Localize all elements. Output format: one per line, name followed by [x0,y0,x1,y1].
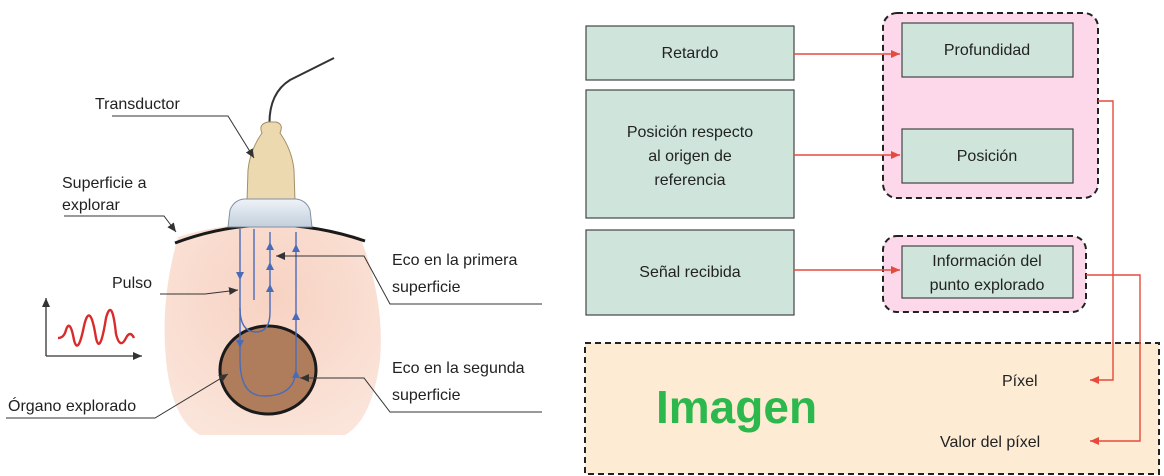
label-superficie-2: explorar [62,197,120,214]
label-eco1-1: Eco en la primera [392,252,517,269]
informacion-box [901,245,1074,299]
transducer-body [246,121,296,203]
label-transductor: Transductor [95,96,180,113]
posicion-referencia-label-3: referencia [654,172,725,189]
retardo-label: Retardo [662,45,719,62]
flow-arrows [794,50,1141,445]
leader-lines [6,115,542,419]
label-pulso: Pulso [112,275,152,292]
label-eco1-2: superficie [392,279,461,296]
explored-organ [218,324,318,416]
pixel-label: Píxel [1002,373,1038,390]
label-eco2-2: superficie [392,387,461,404]
profundidad-label: Profundidad [944,42,1030,59]
image-title: Imagen [656,381,817,433]
posicion-referencia-label-2: al origen de [648,148,732,165]
posicion-referencia-label-1: Posición respecto [627,124,753,141]
arrow-info-to-pixel-value [1086,274,1141,445]
informacion-label-2: punto explorado [930,277,1045,294]
ultrasound-illustration: Transductor Superficie a explorar Pulso … [6,57,542,435]
label-organo: Órgano explorado [8,396,136,415]
pixel-value-label: Valor del píxel [940,434,1040,451]
posicion-referencia-box [585,89,795,219]
pulse-waveform-icon [42,298,142,360]
arrow-profundidad-to-pixel [1090,100,1114,384]
signal-flow-diagram: Retardo Posición respecto al origen de r… [584,12,1160,475]
beam-arrowheads [236,242,300,378]
retardo-box [585,25,795,81]
label-eco2-1: Eco en la segunda [392,360,525,377]
probe-cable [268,57,335,135]
ultrasound-beams [239,229,297,397]
posicion-label: Posición [957,148,1017,165]
transducer-head [227,198,313,228]
label-superficie-1: Superficie a [62,175,147,192]
image-box [584,342,1160,475]
senal-recibida-label: Señal recibida [639,264,741,281]
profundidad-box [901,22,1074,78]
posicion-box [901,128,1074,184]
informacion-label-1: Información del [932,253,1041,270]
senal-recibida-box [585,229,795,316]
